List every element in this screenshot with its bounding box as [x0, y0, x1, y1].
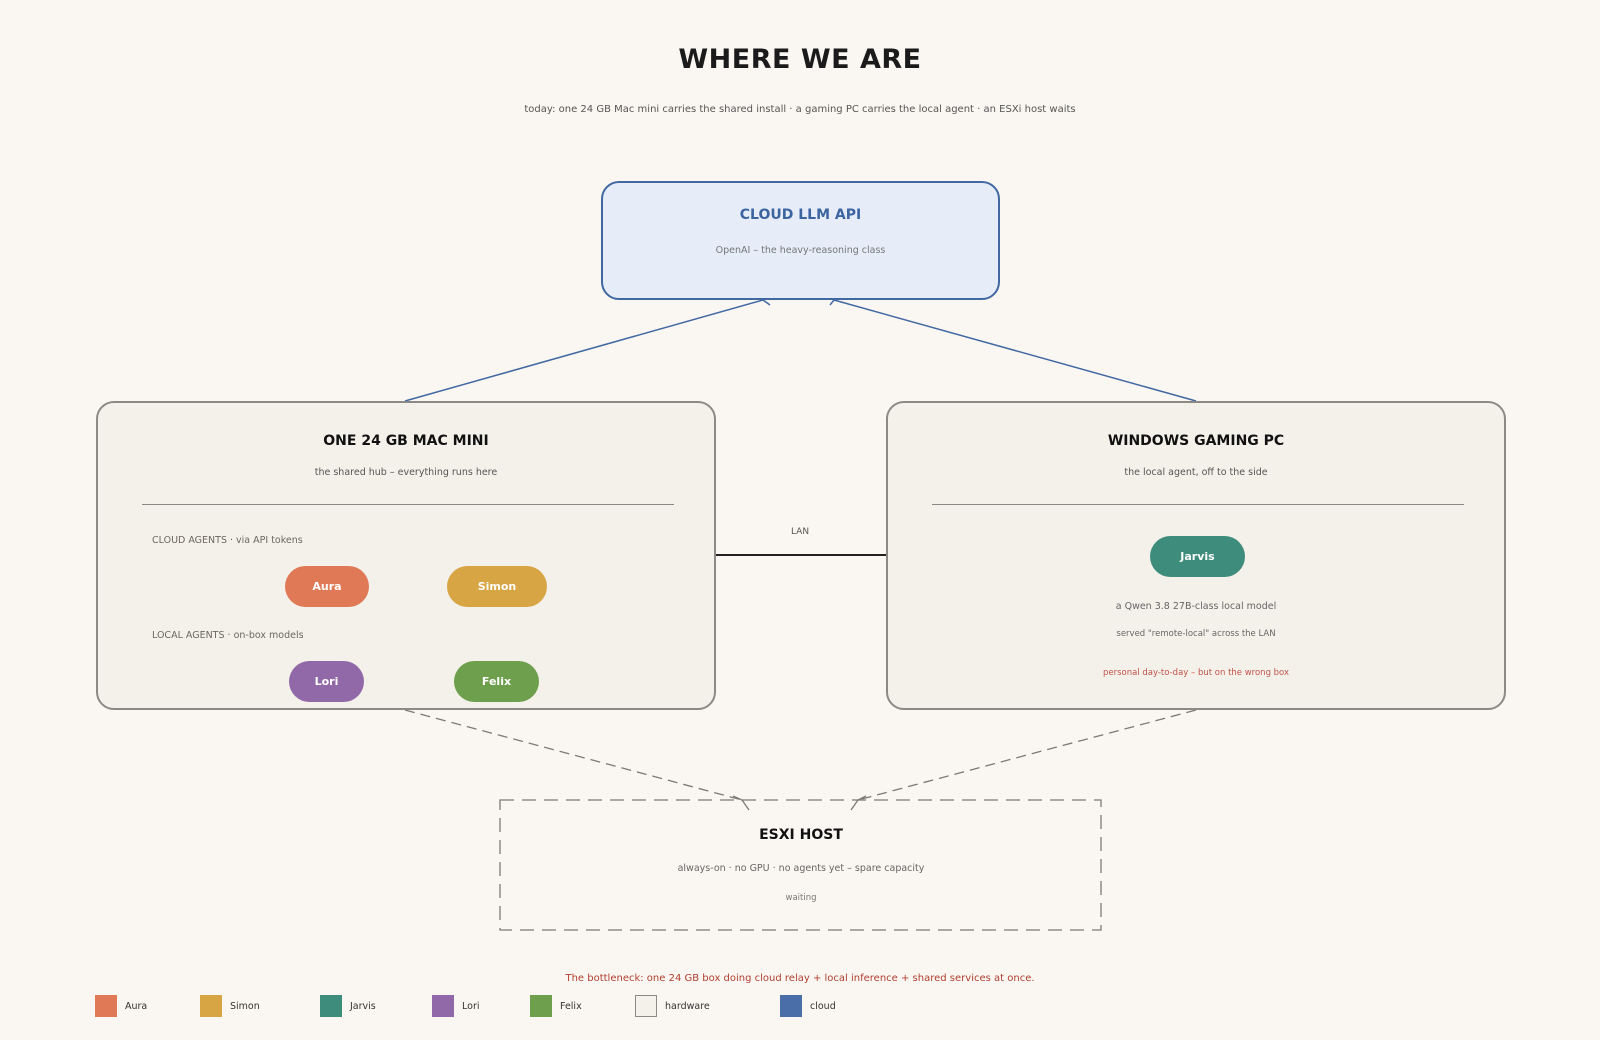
- legend-label-lori: Lori: [462, 1000, 480, 1012]
- esxi-dashed-border: [499, 799, 1102, 931]
- page-subtitle: today: one 24 GB Mac mini carries the sh…: [524, 104, 1076, 115]
- agent-pill-aura[interactable]: Aura: [285, 566, 369, 607]
- legend-swatch-lori: [432, 995, 454, 1017]
- pc-title: WINDOWS GAMING PC: [1107, 433, 1285, 449]
- legend-lori: Lori: [432, 995, 479, 1017]
- mac-title: ONE 24 GB MAC MINI: [323, 433, 489, 449]
- edge-pc-to-esxi: [857, 709, 1197, 801]
- pc-divider: [932, 504, 1464, 505]
- pc-model-note: a Qwen 3.8 27B-class local model: [1115, 601, 1277, 612]
- legend-simon: Simon: [200, 995, 260, 1017]
- legend-swatch-cloud: [780, 995, 802, 1017]
- esxi-subtitle: always-on · no GPU · no agents yet – spa…: [677, 863, 925, 874]
- agent-pill-felix[interactable]: Felix: [454, 661, 539, 702]
- mac-divider: [142, 504, 674, 505]
- legend-label-jarvis: Jarvis: [350, 1000, 376, 1012]
- legend-swatch-jarvis: [320, 995, 342, 1017]
- esxi-title: ESXI HOST: [759, 827, 843, 843]
- gaming-pc-node[interactable]: WINDOWS GAMING PC the local agent, off t…: [886, 401, 1506, 710]
- cloud-agents-label: CLOUD AGENTS · via API tokens: [152, 535, 303, 546]
- legend-swatch-simon: [200, 995, 222, 1017]
- edge-pc-to-cloud: [833, 299, 1197, 402]
- pc-subtitle: the local agent, off to the side: [1124, 467, 1268, 478]
- mac-subtitle: the shared hub – everything runs here: [314, 467, 498, 478]
- cloud-title: CLOUD LLM API: [739, 207, 862, 223]
- legend-label-hardware: hardware: [665, 1000, 710, 1012]
- legend-swatch-felix: [530, 995, 552, 1017]
- agent-pill-lori[interactable]: Lori: [289, 661, 364, 702]
- legend-swatch-hardware: [635, 995, 657, 1017]
- legend-label-cloud: cloud: [810, 1000, 836, 1012]
- mac-mini-node[interactable]: ONE 24 GB MAC MINI the shared hub – ever…: [96, 401, 716, 710]
- cloud-llm-api-node[interactable]: CLOUD LLM API OpenAI – the heavy-reasoni…: [601, 181, 1000, 300]
- legend-label-aura: Aura: [125, 1000, 148, 1012]
- lan-label: LAN: [790, 527, 810, 537]
- legend-aura: Aura: [95, 995, 147, 1017]
- pc-warning-note: personal day-to-day – but on the wrong b…: [1102, 668, 1290, 678]
- legend-cloud: cloud: [780, 995, 836, 1017]
- legend-label-felix: Felix: [560, 1000, 582, 1012]
- legend-label-simon: Simon: [230, 1000, 260, 1012]
- agent-pill-simon[interactable]: Simon: [447, 566, 547, 607]
- edge-mac-to-esxi: [404, 709, 743, 801]
- bottleneck-note: The bottleneck: one 24 GB box doing clou…: [565, 973, 1035, 984]
- legend-jarvis: Jarvis: [320, 995, 376, 1017]
- local-agents-label: LOCAL AGENTS · on-box models: [152, 630, 304, 641]
- legend-swatch-aura: [95, 995, 117, 1017]
- page-title: WHERE WE ARE: [678, 44, 922, 75]
- esxi-host-node[interactable]: ESXI HOST always-on · no GPU · no agents…: [500, 800, 1102, 931]
- cloud-subtitle: OpenAI – the heavy-reasoning class: [715, 245, 886, 256]
- edge-mac-to-cloud: [404, 299, 764, 402]
- pc-serve-note: served "remote-local" across the LAN: [1116, 629, 1276, 639]
- esxi-status: waiting: [785, 893, 817, 903]
- agent-pill-jarvis[interactable]: Jarvis: [1150, 536, 1245, 577]
- legend-hardware: hardware: [635, 995, 710, 1017]
- legend-felix: Felix: [530, 995, 582, 1017]
